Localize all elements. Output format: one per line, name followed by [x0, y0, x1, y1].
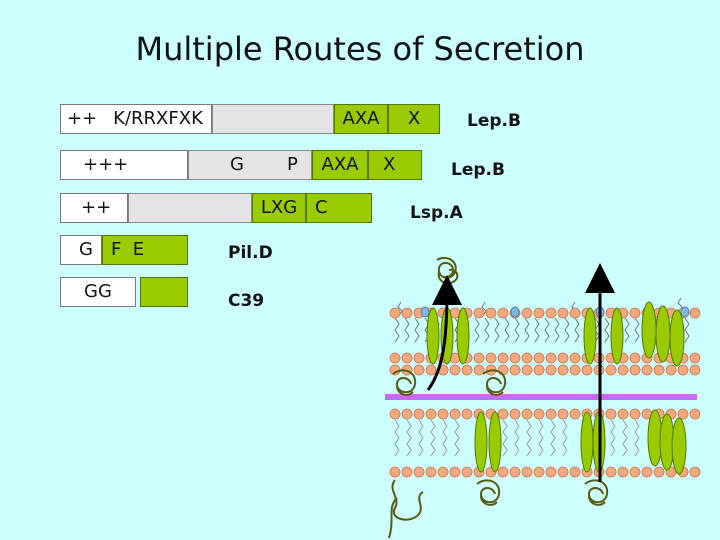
row3-mature-box: C	[306, 193, 372, 223]
row2-enzyme-label: Lep.B	[451, 160, 505, 180]
row3-enzyme-label: Lsp.A	[410, 203, 463, 223]
row1-motif: K/RRXFXK	[113, 108, 203, 129]
row5-enzyme-label: C39	[228, 291, 265, 311]
inner-membrane-proteins	[474, 409, 687, 475]
row2-mature-box: X	[368, 150, 422, 180]
row4-enzyme-label: Pil.D	[228, 243, 273, 263]
inner-membrane	[389, 408, 701, 478]
page-title: Multiple Routes of Secretion	[135, 30, 585, 68]
row1-mature-box: X	[388, 104, 440, 134]
row1-nterm-box: ++ K/RRXFXK	[60, 104, 212, 134]
row1-cleavage-box: AXA	[334, 104, 388, 134]
membrane-illustration	[385, 256, 701, 539]
row3-hydrophobic-box	[128, 193, 252, 223]
row1-charge: ++	[67, 108, 98, 129]
row4-mature-box: F E	[102, 235, 188, 265]
row3-cleavage-box: LXG	[252, 193, 306, 223]
row4-nterm-box: G	[60, 235, 102, 265]
row5-nterm-box: GG	[60, 277, 136, 307]
secretion-arrow-left	[426, 275, 462, 391]
row2-cleavage-box: AXA	[312, 150, 368, 180]
row2-nterm-box: +++	[60, 150, 188, 180]
row3-nterm-box: ++	[60, 193, 128, 223]
row1-enzyme-label: Lep.B	[467, 111, 521, 131]
row5-mature-box	[140, 277, 188, 307]
peptidoglycan-band	[385, 394, 697, 400]
row2-g-label: G	[230, 154, 244, 175]
row2-hydrophobic-box	[188, 150, 312, 180]
row2-p-label: P	[287, 154, 298, 175]
row1-hydrophobic-box	[212, 104, 334, 134]
